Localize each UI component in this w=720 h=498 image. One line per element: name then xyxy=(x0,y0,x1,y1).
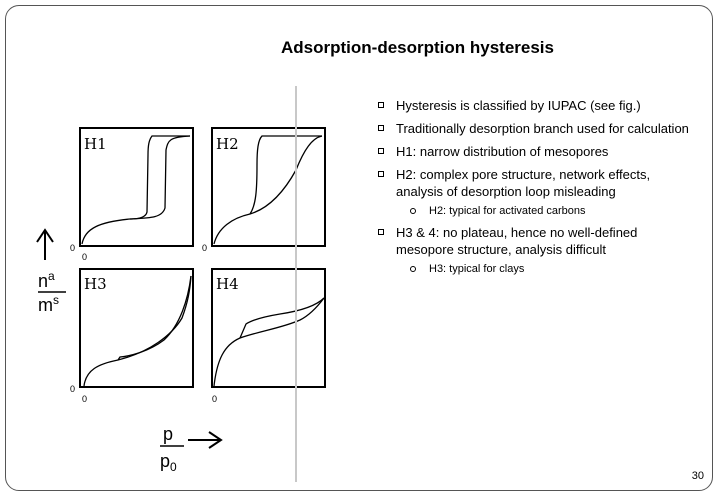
h1-desorption-curve xyxy=(129,135,190,220)
panel-label-h1: H1 xyxy=(84,135,107,153)
y-axis-label-a: a xyxy=(48,269,55,283)
bullet-text: H1: narrow distribution of mesopores xyxy=(396,144,609,159)
slide-title: Adsorption-desorption hysteresis xyxy=(281,38,554,57)
bullet-text: Traditionally desorption branch used for… xyxy=(396,121,689,136)
bullet-text: H2: complex pore structure, network effe… xyxy=(396,167,651,199)
sub-bullet-item: H3: typical for clays xyxy=(376,262,696,276)
svg-text:ms: ms xyxy=(38,293,59,315)
square-bullet-icon xyxy=(378,125,384,131)
bullet-item: H3 & 4: no plateau, hence no well-define… xyxy=(376,224,696,258)
svg-text:na: na xyxy=(38,269,55,291)
h2-desorption-curve xyxy=(249,135,322,215)
bullet-item: Hysteresis is classified by IUPAC (see f… xyxy=(376,97,696,114)
x-axis-label-p: p xyxy=(163,424,173,444)
zero-label-h3-x: 0 xyxy=(82,394,87,404)
y-axis-arrow-head xyxy=(36,228,54,243)
h3-adsorption-curve xyxy=(83,275,192,387)
h4-adsorption-curve xyxy=(213,297,325,387)
h4-desorption-curve xyxy=(239,297,325,339)
panel-frame-h3 xyxy=(79,268,194,388)
sub-bullet-text: H3: typical for clays xyxy=(429,263,525,275)
x-axis-label-sub0: 0 xyxy=(170,460,177,474)
x-axis-label-p0: p xyxy=(160,451,170,471)
square-bullet-icon xyxy=(378,148,384,154)
bullet-item: Traditionally desorption branch used for… xyxy=(376,120,696,137)
zero-label-h1-y: 0 xyxy=(70,243,75,253)
slide-frame xyxy=(5,5,713,491)
bullet-text: H3 & 4: no plateau, hence no well-define… xyxy=(396,225,638,257)
sub-bullet-text: H2: typical for activated carbons xyxy=(429,205,586,217)
bullet-item: H1: narrow distribution of mesopores xyxy=(376,143,696,160)
bullet-item: H2: complex pore structure, network effe… xyxy=(376,166,696,200)
zero-label-h2-y: 0 xyxy=(202,243,207,253)
circle-bullet-icon xyxy=(410,208,416,214)
panel-frame-h4 xyxy=(211,268,326,388)
y-axis-label-n: n xyxy=(38,271,48,291)
bullet-text: Hysteresis is classified by IUPAC (see f… xyxy=(396,98,641,113)
zero-label-h4-x: 0 xyxy=(212,394,217,404)
square-bullet-icon xyxy=(378,229,384,235)
bullet-list: Hysteresis is classified by IUPAC (see f… xyxy=(376,97,696,282)
zero-label-h3-y: 0 xyxy=(70,384,75,394)
panel-label-h3: H3 xyxy=(84,275,107,293)
circle-bullet-icon xyxy=(410,266,416,272)
square-bullet-icon xyxy=(378,102,384,108)
h3-desorption-curve xyxy=(117,275,192,361)
h1-adsorption-curve xyxy=(81,135,191,245)
panel-frame-h1 xyxy=(79,127,194,247)
panel-frame-h2 xyxy=(211,127,326,247)
panel-label-h4: H4 xyxy=(216,275,239,293)
svg-text:p0: p0 xyxy=(160,451,177,474)
page-number: 30 xyxy=(691,470,704,482)
sub-bullet-item: H2: typical for activated carbons xyxy=(376,204,696,218)
y-axis-label-m: m xyxy=(38,295,53,315)
panel-label-h2: H2 xyxy=(216,135,239,153)
h2-adsorption-curve xyxy=(213,135,323,245)
x-axis-arrow-head xyxy=(208,431,223,449)
zero-label-h1-x: 0 xyxy=(82,252,87,262)
y-axis-label-s: s xyxy=(53,293,59,307)
square-bullet-icon xyxy=(378,171,384,177)
vertical-guide-line xyxy=(295,86,297,482)
